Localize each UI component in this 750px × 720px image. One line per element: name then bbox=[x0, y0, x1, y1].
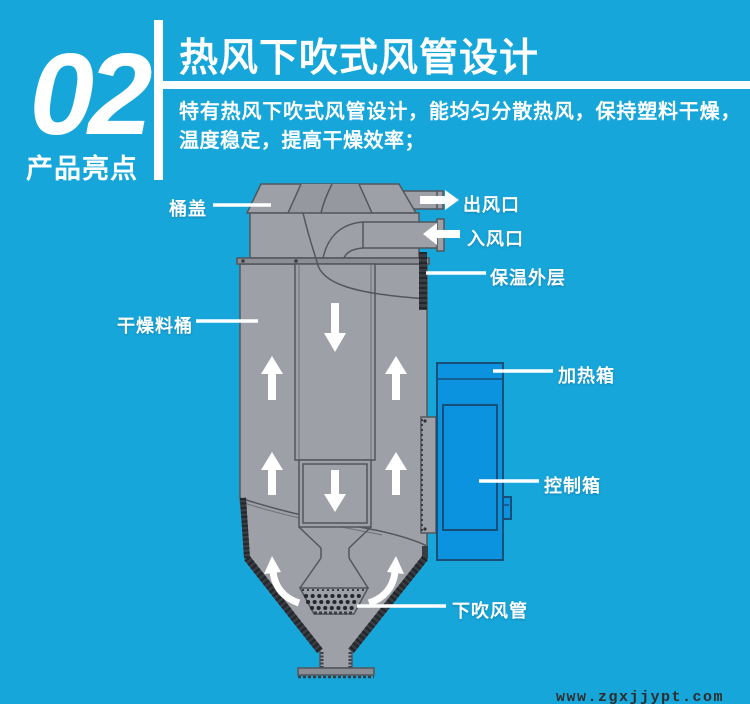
barrel-lid bbox=[245, 183, 444, 214]
site-watermark: www.zgxjjypt.com bbox=[555, 689, 724, 706]
feature-description: 特有热风下吹式风管设计，能均匀分散热风，保持塑料干燥，温度稳定，提高干燥效率； bbox=[179, 101, 741, 152]
label-down-blow-duct: 下吹风管 bbox=[452, 601, 528, 621]
barrel-flange bbox=[236, 257, 430, 265]
label-control-box: 控制箱 bbox=[544, 476, 601, 496]
curved-arrow-right bbox=[367, 571, 399, 607]
down-blow-diffuser bbox=[298, 587, 370, 615]
page-title: 热风下吹式风管设计 bbox=[179, 37, 540, 80]
label-drying-barrel: 干燥料桶 bbox=[117, 316, 193, 336]
label-air-outlet: 出风口 bbox=[463, 195, 520, 215]
duct-seam-line bbox=[302, 212, 428, 300]
mounting-plate bbox=[420, 416, 437, 534]
inner-duct-column bbox=[294, 263, 376, 589]
horizontal-divider bbox=[154, 81, 750, 89]
label-heating-box: 加热箱 bbox=[558, 366, 615, 386]
curved-arrow-left bbox=[269, 571, 301, 607]
air-outlet-arrow bbox=[420, 190, 459, 210]
label-lid: 桶盖 bbox=[169, 199, 207, 219]
upper-air-chamber bbox=[249, 212, 445, 259]
label-insulation-layer: 保温外层 bbox=[490, 268, 566, 288]
vertical-divider bbox=[154, 20, 163, 180]
section-label: 产品亮点 bbox=[26, 154, 138, 184]
airflow-arrows bbox=[261, 303, 407, 607]
air-inlet-arrow bbox=[423, 223, 460, 245]
leader-lines bbox=[196, 190, 553, 608]
door-handle bbox=[502, 496, 512, 520]
control-box bbox=[436, 362, 512, 561]
section-number: 02 bbox=[29, 29, 152, 159]
control-box-door bbox=[442, 404, 498, 531]
discharge-neck bbox=[297, 652, 375, 679]
label-air-inlet: 入风口 bbox=[467, 229, 524, 249]
